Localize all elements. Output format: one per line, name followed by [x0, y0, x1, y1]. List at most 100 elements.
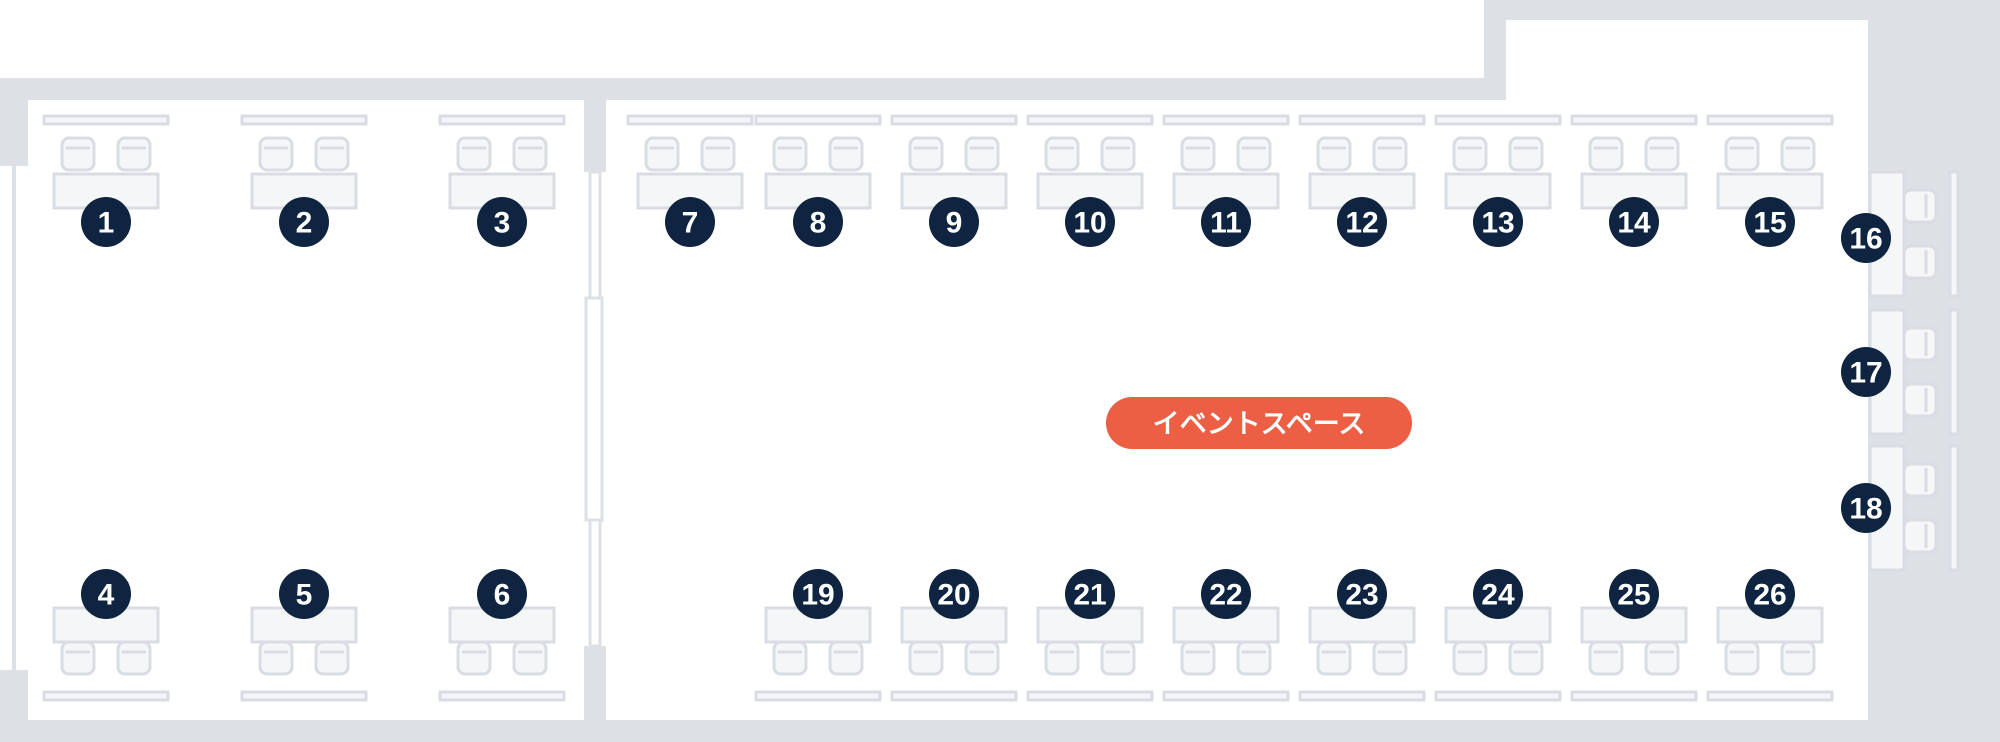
- chair: [258, 136, 294, 172]
- chair: [512, 136, 548, 172]
- seat-number: 3: [494, 207, 511, 240]
- shelf: [1026, 114, 1154, 126]
- chair: [1780, 136, 1816, 172]
- seat-number: 18: [1849, 493, 1882, 526]
- seat-badge-7: 7: [665, 197, 715, 247]
- shelf: [626, 114, 754, 126]
- chair-seat: [1316, 640, 1352, 676]
- seat-number: 2: [296, 207, 313, 240]
- chair-seat: [700, 136, 736, 172]
- chair: [60, 640, 96, 676]
- chair-seat: [60, 136, 96, 172]
- seat-badge-circle: [1473, 569, 1523, 619]
- chair: [1236, 136, 1272, 172]
- shelf: [1434, 690, 1562, 702]
- chair: [314, 136, 350, 172]
- chair-seat: [772, 640, 808, 676]
- wall: [584, 646, 606, 742]
- chair-seat: [314, 640, 350, 676]
- seat-badge-circle: [477, 569, 527, 619]
- seat-badge-circle: [793, 197, 843, 247]
- seat-number: 20: [937, 579, 970, 612]
- seat-badge-circle: [1201, 569, 1251, 619]
- shelf: [1570, 114, 1698, 126]
- chair-seat: [1724, 640, 1760, 676]
- seat-number: 26: [1753, 579, 1786, 612]
- chair-seat: [644, 136, 680, 172]
- shelf: [890, 690, 1018, 702]
- seat-badge-8: 8: [793, 197, 843, 247]
- chair-seat: [1588, 640, 1624, 676]
- seat-badge-14: 14: [1609, 197, 1659, 247]
- chair-seat: [1044, 640, 1080, 676]
- partition-glass: [588, 170, 602, 300]
- chair-seat: [828, 640, 864, 676]
- chair-seat: [1316, 136, 1352, 172]
- seat-number: 17: [1849, 357, 1882, 390]
- seat-number: 9: [946, 207, 963, 240]
- seat-badge-12: 12: [1337, 197, 1387, 247]
- seat-badge-circle: [929, 197, 979, 247]
- chair-seat: [1044, 136, 1080, 172]
- chair-seat: [314, 136, 350, 172]
- chair: [1316, 136, 1352, 172]
- chair-seat: [1508, 640, 1544, 676]
- seat-badge-21: 21: [1065, 569, 1115, 619]
- seat-badge-circle: [1473, 197, 1523, 247]
- shelf: [240, 114, 368, 126]
- chair: [1644, 136, 1680, 172]
- chair: [116, 640, 152, 676]
- seat-badge-5: 5: [279, 569, 329, 619]
- chair: [1100, 640, 1136, 676]
- event-space-label: イベントスペース: [1106, 397, 1412, 449]
- seat-badge-16: 16: [1841, 213, 1891, 263]
- seat-badge-26: 26: [1745, 569, 1795, 619]
- seat-badge-3: 3: [477, 197, 527, 247]
- chair: [1902, 326, 1938, 362]
- chair-seat: [116, 640, 152, 676]
- seat-badge-1: 1: [81, 197, 131, 247]
- chair: [1100, 136, 1136, 172]
- seat-number: 6: [494, 579, 511, 612]
- chair: [644, 136, 680, 172]
- chair: [1236, 640, 1272, 676]
- shelf: [42, 114, 170, 126]
- shelf: [1706, 690, 1834, 702]
- chair-seat: [1902, 326, 1938, 362]
- chair-seat: [1780, 136, 1816, 172]
- chair-seat: [258, 136, 294, 172]
- chair-seat: [1180, 136, 1216, 172]
- chair-seat: [908, 640, 944, 676]
- seat-badge-circle: [1609, 197, 1659, 247]
- chair-seat: [1724, 136, 1760, 172]
- seat-number: 7: [682, 207, 699, 240]
- shelf: [1434, 114, 1562, 126]
- chair: [1372, 136, 1408, 172]
- seat-number: 12: [1345, 207, 1378, 240]
- seat-number: 21: [1073, 579, 1106, 612]
- seat-badge-circle: [1841, 213, 1891, 263]
- chair: [1508, 136, 1544, 172]
- chair-seat: [1780, 640, 1816, 676]
- seat-badge-circle: [929, 569, 979, 619]
- chair: [456, 136, 492, 172]
- chair-seat: [1902, 382, 1938, 418]
- seat-badge-23: 23: [1337, 569, 1387, 619]
- shelf: [1026, 690, 1154, 702]
- chair: [1372, 640, 1408, 676]
- seat-number: 5: [296, 579, 313, 612]
- seat-badge-9: 9: [929, 197, 979, 247]
- seat-badge-circle: [279, 197, 329, 247]
- seat-badge-2: 2: [279, 197, 329, 247]
- chair: [1902, 188, 1938, 224]
- chair-seat: [512, 640, 548, 676]
- chair: [1316, 640, 1352, 676]
- seat-number: 14: [1617, 207, 1651, 240]
- shelf: [240, 690, 368, 702]
- chair: [258, 640, 294, 676]
- chair: [1724, 136, 1760, 172]
- seat-badge-circle: [1745, 569, 1795, 619]
- seat-number: 10: [1073, 207, 1106, 240]
- chair-seat: [456, 640, 492, 676]
